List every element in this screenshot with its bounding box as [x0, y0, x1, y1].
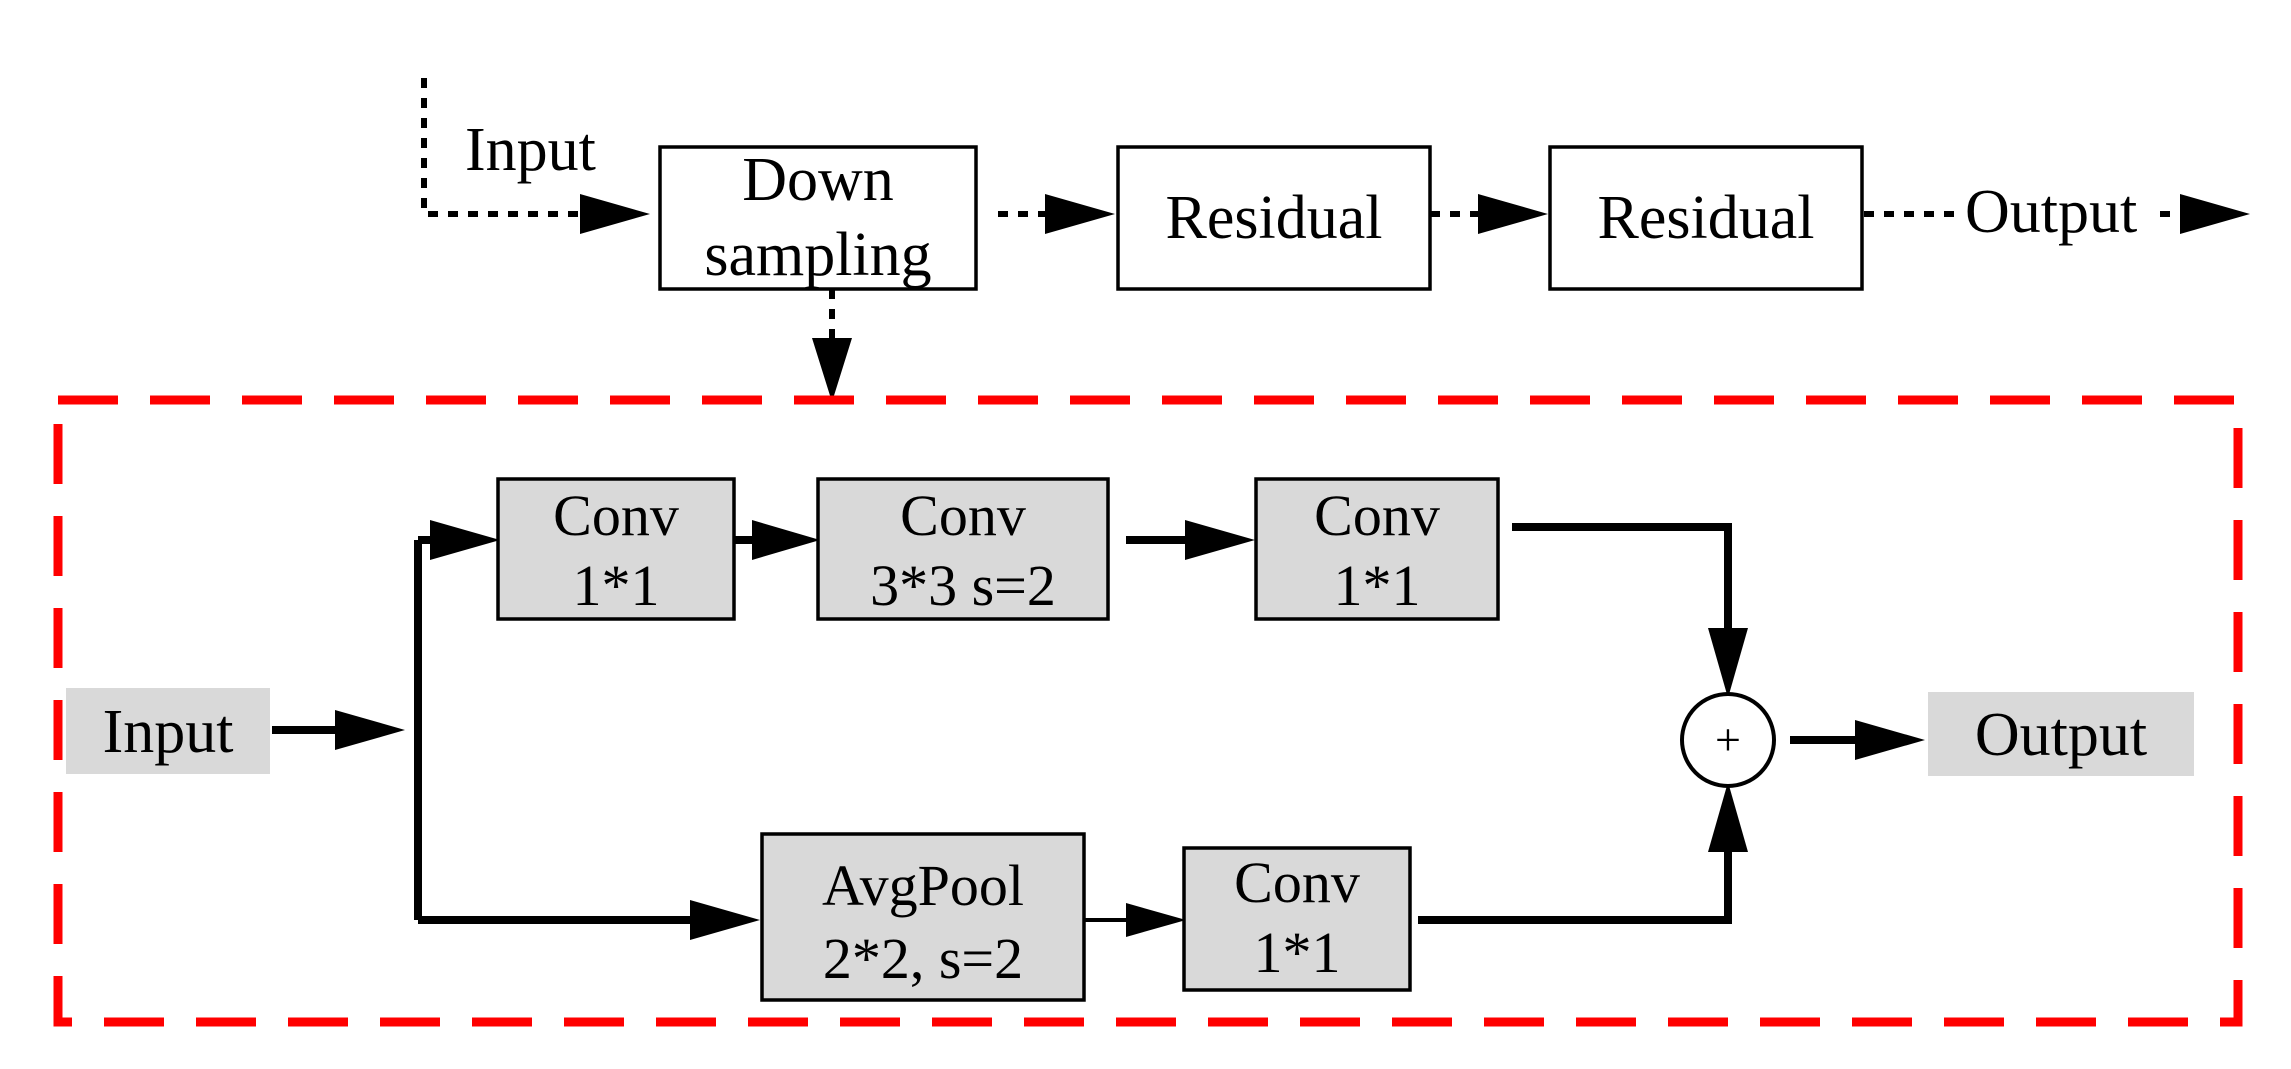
detail-input-arrowhead: [335, 710, 405, 750]
residual-label-2: Residual: [1598, 184, 1815, 252]
detail-flow: Input Conv 1*1 Conv 3*3 s=2 Conv 1*1: [66, 477, 2194, 1002]
conv-a-label-line1: Conv: [553, 483, 679, 548]
conv-b-to-c-arrowhead: [1185, 520, 1255, 560]
avgpool-to-conv-d-arrowhead: [1126, 903, 1186, 937]
detail-output-bg: [1928, 692, 2194, 776]
avgpool-box: [760, 832, 1086, 1002]
conv-b-label-line1: Conv: [900, 483, 1026, 548]
residual-label-1: Residual: [1166, 184, 1383, 252]
conv-c-to-sum-connector: [1512, 523, 1732, 635]
conv-d-label-line1: Conv: [1234, 850, 1360, 915]
conv-a-box: [496, 477, 736, 621]
detail-output-label: Output: [1975, 701, 2147, 769]
conv-d-to-sum-arrowhead: [1708, 782, 1748, 852]
conv-d-to-sum-connector: [1418, 845, 1732, 924]
top-output-label: Output: [1965, 178, 2137, 246]
residual-box-1: [1116, 145, 1432, 291]
conv-c-label-line1: Conv: [1314, 483, 1440, 548]
top-input-label: Input: [465, 116, 596, 184]
downsampling-label-line2: sampling: [704, 221, 931, 289]
conv-b-box: [816, 477, 1110, 621]
detail-input-label: Input: [103, 698, 234, 766]
detail-input-bg: [66, 688, 270, 774]
conv-d-box: [1182, 846, 1412, 992]
top-flow: Input Down sampling Residual Residual Ou…: [421, 78, 2250, 402]
downsampling-label-line1: Down: [742, 146, 894, 214]
conv-d-label-line2: 1*1: [1254, 920, 1341, 985]
top-output-arrowhead: [2180, 194, 2250, 234]
lower-branch-arrowhead: [690, 900, 760, 940]
conv-c-to-sum-arrowhead: [1708, 628, 1748, 698]
conv-c-label-line2: 1*1: [1334, 553, 1421, 618]
residual-box-2: [1548, 145, 1864, 291]
conv-c-box: [1254, 477, 1500, 621]
conv-b-label-line2: 3*3 s=2: [870, 553, 1056, 618]
sum-node: [1680, 692, 1776, 788]
downsampling-box: [658, 145, 978, 291]
sum-symbol: +: [1715, 714, 1741, 765]
top-input-arrowhead: [580, 194, 650, 234]
avgpool-label-line2: 2*2, s=2: [823, 926, 1023, 991]
sum-to-output-arrowhead: [1855, 720, 1925, 760]
conv-a-to-b-arrowhead: [752, 520, 820, 560]
upper-branch-arrowhead: [430, 520, 500, 560]
detail-frame: [53, 395, 2243, 1027]
top-arrowhead-1: [1045, 194, 1115, 234]
top-arrowhead-2: [1478, 194, 1548, 234]
expand-arrowhead: [812, 338, 852, 402]
conv-a-label-line2: 1*1: [573, 553, 660, 618]
top-input-connector: [421, 78, 585, 217]
avgpool-label-line1: AvgPool: [822, 853, 1024, 918]
